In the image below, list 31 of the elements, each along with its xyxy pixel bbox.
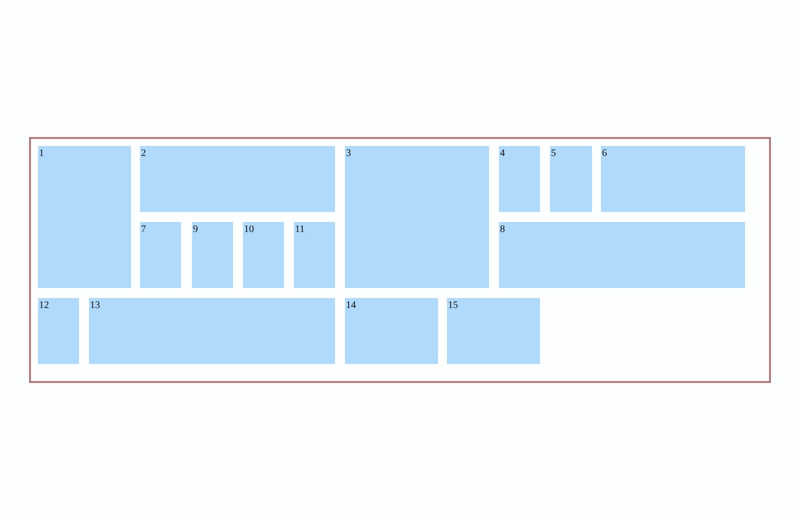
number-label: 10 [244, 225, 254, 235]
number-label: 4 [500, 149, 505, 159]
number-label: 5 [551, 149, 556, 159]
number-label: 2 [141, 149, 146, 159]
layout-block [38, 146, 131, 288]
number-label: 3 [346, 149, 351, 159]
layout-block [38, 298, 79, 364]
layout-block [345, 298, 438, 364]
layout-block [192, 222, 233, 288]
number-label: 11 [295, 225, 305, 235]
number-label: 15 [448, 301, 458, 311]
number-label: 1 [39, 149, 44, 159]
layout-block [140, 146, 335, 212]
number-label: 12 [39, 301, 49, 311]
number-label: 6 [602, 149, 607, 159]
layout-block [499, 222, 745, 288]
number-label: 9 [193, 225, 198, 235]
number-label: 8 [500, 225, 505, 235]
layout-block [499, 146, 540, 212]
layout-block [550, 146, 592, 212]
layout-block [345, 146, 489, 288]
number-label: 14 [346, 301, 356, 311]
layout-block [89, 298, 335, 364]
layout-block [294, 222, 335, 288]
layout-block [447, 298, 540, 364]
layout-block [601, 146, 745, 212]
layout-block [243, 222, 284, 288]
number-label: 7 [141, 225, 146, 235]
layout-block [140, 222, 181, 288]
number-label: 13 [90, 301, 100, 311]
outer-frame [29, 137, 771, 383]
